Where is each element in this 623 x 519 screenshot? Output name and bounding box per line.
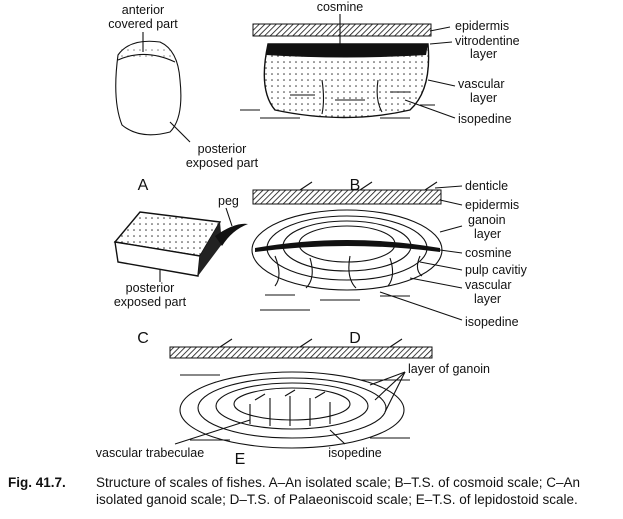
label-ganoin-layer: layer [474,227,501,241]
label-vitrodentine: vitrodentine [455,34,520,48]
label-vascular-layer: layer [470,91,497,105]
panel-letter-d: D [349,330,361,347]
panel-letter-e: E [235,451,246,468]
panel-letter-c: C [137,330,149,347]
figure-caption: Fig. 41.7. Structure of scales of fishes… [8,474,618,508]
label-isopedine: isopedine [458,112,512,126]
label-posterior: posterior [198,142,247,156]
label-denticle: denticle [465,179,508,193]
panel-letter-a: A [138,177,149,194]
label-isopedine: isopedine [328,446,382,460]
panel-a-isolated-scale: anterior covered part posterior exposed … [108,3,258,194]
label-cosmine: cosmine [317,0,364,14]
label-epidermis: epidermis [465,198,519,212]
scale-diagram-figure: anterior covered part posterior exposed … [96,0,528,468]
panel-c-ganoid-scale: peg posterior exposed part C [113,194,248,347]
caption-text: Structure of scales of fishes. A–An isol… [96,475,580,507]
label-ganoin: ganoin [468,213,506,227]
label-layer-of-ganoin: layer of ganoin [408,362,490,376]
label-peg: peg [218,194,239,208]
panel-e-lepidostoid-scale: layer of ganoin vascular trabeculae isop… [96,338,490,468]
label-vascular-layer: layer [474,292,501,306]
label-pulp-cavity: pulp cavitiy [465,263,528,277]
panel-d-palaeoniscoid-scale: denticle epidermis ganoin layer cosmine … [251,179,528,347]
panel-letter-b: B [350,177,361,194]
panel-b-cosmoid-scale: cosmine epidermis vitrodentine layer vas… [240,0,520,194]
label-exposed-part: exposed part [114,295,187,309]
label-anterior: anterior [122,3,164,17]
label-cosmine: cosmine [465,246,512,260]
label-exposed-part: exposed part [186,156,259,170]
label-vascular: vascular [465,278,512,292]
label-epidermis: epidermis [455,19,509,33]
label-covered-part: covered part [108,17,178,31]
label-vitrodentine-layer: layer [470,47,497,61]
label-posterior: posterior [126,281,175,295]
figure-number: Fig. 41.7. [8,475,66,490]
label-isopedine: isopedine [465,315,519,329]
label-vascular: vascular [458,77,505,91]
label-vascular-trabeculae: vascular trabeculae [96,446,204,460]
